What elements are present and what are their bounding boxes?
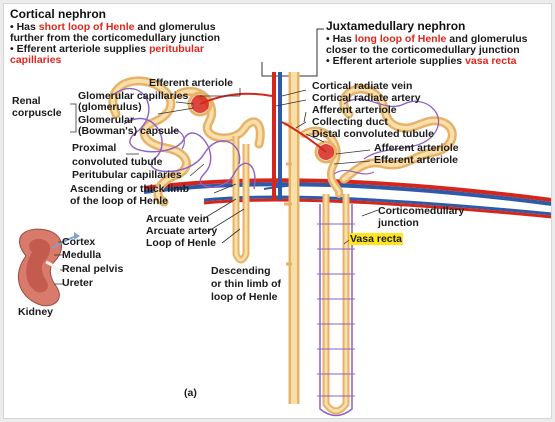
label-vasa-recta: Vasa recta	[349, 234, 403, 245]
peritubular-text: peritubular	[149, 43, 204, 55]
label-corticomedullary: Corticomedullary	[378, 206, 464, 217]
label-arcuate-vein: Arcuate vein	[146, 214, 209, 225]
label-corpuscle: corpuscle	[12, 108, 62, 119]
label-kidney: Kidney	[18, 307, 53, 318]
label-renal: Renal	[12, 96, 41, 107]
label-cortex: Cortex	[62, 237, 95, 248]
cortical-nephron-title: Cortical nephron	[10, 8, 106, 21]
label-ascending-limb: Ascending or thick limb	[70, 184, 189, 195]
label-descending-2: or thin limb of	[211, 279, 281, 290]
label-ureter: Ureter	[62, 278, 93, 289]
label-descending-3: loop of Henle	[211, 292, 278, 303]
vasa-recta-highlight: Vasa recta	[349, 233, 403, 245]
juxtamedullary-nephron-title: Juxtamedullary nephron	[326, 20, 465, 33]
vasa-recta-text: vasa recta	[465, 55, 516, 67]
label-ascending-limb-2: of the loop of Henle	[70, 196, 168, 207]
label-loop-of-henle: Loop of Henle	[146, 238, 216, 249]
header-brackets	[262, 29, 324, 76]
label-distal-convoluted-tubule: Distal convoluted tubule	[312, 129, 434, 140]
label-renal-pelvis: Renal pelvis	[62, 264, 123, 275]
label-junction: junction	[378, 218, 419, 229]
diagram-stage: Cortical nephron • Has short loop of Hen…	[3, 3, 552, 419]
label-medulla: Medulla	[62, 250, 101, 261]
label-proximal: Proximal	[72, 143, 116, 154]
label-convoluted-tubule: convoluted tubule	[72, 157, 162, 168]
label-cortical-radiate-vein: Cortical radiate vein	[312, 81, 412, 92]
label-peritubular-capillaries: Peritubular capillaries	[72, 170, 182, 181]
capillaries-text: capillaries	[10, 55, 61, 66]
juxta-bullet-2-pre: • Efferent arteriole supplies	[326, 55, 465, 67]
label-collecting-duct: Collecting duct	[312, 117, 388, 128]
juxta-bullet-2: • Efferent arteriole supplies vasa recta	[326, 56, 516, 67]
collecting-duct	[284, 72, 294, 404]
label-efferent-arteriole: Efferent arteriole	[149, 78, 233, 89]
label-descending: Descending	[211, 266, 271, 277]
label-efferent-arteriole-2: Efferent arteriole	[374, 155, 458, 166]
label-glomerulus: (glomerulus)	[78, 102, 142, 113]
panel-label: (a)	[184, 388, 197, 399]
label-afferent-arteriole-2: Afferent arteriole	[374, 143, 459, 154]
label-afferent-arteriole: Afferent arteriole	[312, 105, 397, 116]
label-arcuate-artery: Arcuate artery	[146, 226, 217, 237]
label-bowmans-capsule: (Bowman's) capsule	[78, 126, 179, 137]
label-cortical-radiate-artery: Cortical radiate artery	[312, 93, 421, 104]
